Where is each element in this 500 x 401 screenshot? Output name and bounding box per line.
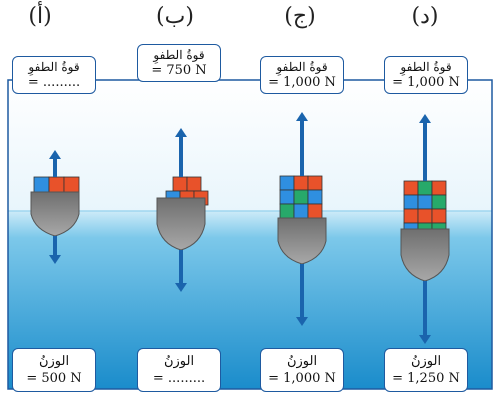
cargo-crate xyxy=(431,194,447,210)
panel-label-d: (د) xyxy=(411,4,439,29)
panel-label-a: (أ) xyxy=(28,4,52,29)
buoyancy-title: قوةُ الطفوِ xyxy=(400,60,452,74)
cargo-crate xyxy=(403,194,419,210)
cargo-crate xyxy=(279,189,295,205)
weight-arrow-d-head xyxy=(419,335,431,344)
cargo-crate xyxy=(417,208,433,224)
cargo-crate xyxy=(48,176,65,193)
cargo-crate xyxy=(293,175,309,191)
buoyancy-title: قوةُ الطفوِ xyxy=(28,60,80,74)
buoyancy-box-d: قوةُ الطفوِ = 1,000 N xyxy=(384,56,468,94)
buoyancy-box-b: قوةُ الطفوِ = 750 N xyxy=(137,44,221,82)
weight-box-a: الوزنُ = 500 N xyxy=(12,348,96,392)
weight-title: الوزنُ xyxy=(286,354,318,369)
weight-value: = 500 N xyxy=(26,371,82,386)
weight-arrow-c-head xyxy=(296,317,308,326)
weight-value: = ......... xyxy=(152,371,206,386)
cargo-crate xyxy=(431,208,447,224)
panel-label-c: (ج) xyxy=(284,4,316,29)
boat-hull-b xyxy=(156,197,206,251)
weight-box-c: الوزنُ = 1,000 N xyxy=(260,348,344,392)
buoyancy-value: = 1,000 N xyxy=(268,75,336,90)
buoyancy-box-c: قوةُ الطفوِ = 1,000 N xyxy=(260,56,344,94)
weight-title: الوزنُ xyxy=(410,354,442,369)
buoyancy-title: قوةُ الطفوِ xyxy=(276,60,328,74)
cargo-crate xyxy=(403,180,419,196)
cargo-crate xyxy=(307,175,323,191)
cargo-crate xyxy=(431,180,447,196)
buoyancy-arrow-d-head xyxy=(419,114,431,123)
cargo-crate xyxy=(33,176,50,193)
buoyancy-arrow-b-head xyxy=(175,128,187,137)
buoyancy-title: قوةُ الطفوِ xyxy=(153,48,205,62)
cargo-crate xyxy=(279,203,295,219)
cargo-crate xyxy=(417,194,433,210)
cargo-crate xyxy=(63,176,80,193)
boat-hull-d xyxy=(400,228,450,282)
buoyancy-box-a: قوةُ الطفوِ = ......... xyxy=(12,56,96,94)
buoyancy-value: = 1,000 N xyxy=(392,75,460,90)
cargo-crate xyxy=(186,176,202,192)
weight-box-d: الوزنُ = 1,250 N xyxy=(384,348,468,392)
weight-arrow-b-head xyxy=(175,283,187,292)
cargo-crate xyxy=(172,176,188,192)
weight-value: = 1,000 N xyxy=(268,371,336,386)
buoyancy-value: = 750 N xyxy=(151,63,207,78)
buoyancy-arrow-c-head xyxy=(296,112,308,121)
boat-hull-c xyxy=(277,217,327,265)
buoyancy-value: = ......... xyxy=(27,75,81,90)
frame xyxy=(7,79,493,390)
weight-arrow-a-head xyxy=(49,255,61,264)
weight-title: الوزنُ xyxy=(163,354,195,369)
cargo-crate xyxy=(403,208,419,224)
cargo-crate xyxy=(293,189,309,205)
cargo-crate xyxy=(279,175,295,191)
panel-label-b: (ب) xyxy=(156,4,194,29)
cargo-crate xyxy=(293,203,309,219)
weight-title: الوزنُ xyxy=(38,354,70,369)
cargo-crate xyxy=(307,203,323,219)
cargo-crate xyxy=(417,180,433,196)
boat-hull-a xyxy=(30,191,80,237)
cargo-crate xyxy=(307,189,323,205)
buoyancy-arrow-a-head xyxy=(49,150,61,159)
weight-box-b: الوزنُ = ......... xyxy=(137,348,221,392)
weight-value: = 1,250 N xyxy=(392,371,460,386)
